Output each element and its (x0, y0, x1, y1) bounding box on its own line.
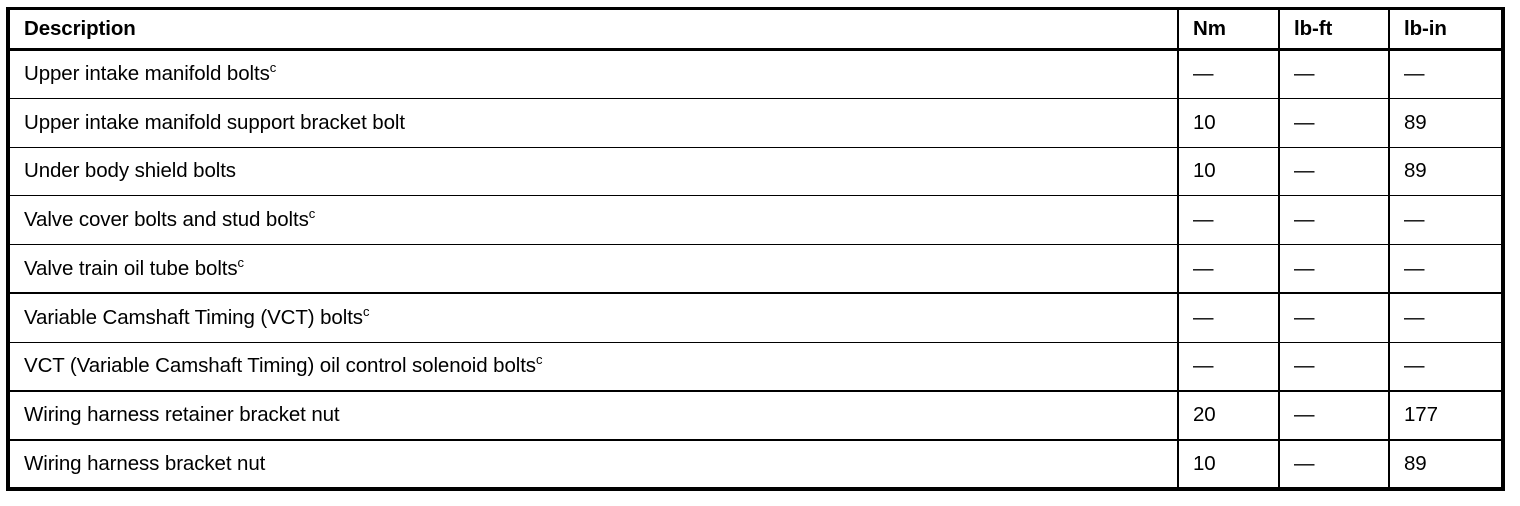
value-text: 10 (1193, 159, 1216, 183)
description-text: Wiring harness bracket nut (24, 451, 266, 475)
footnote-marker: c (535, 352, 543, 368)
table-header: Description Nm lb-ft lb-in (8, 8, 1503, 51)
cell-nm: — (1177, 244, 1279, 295)
value-text: 20 (1193, 403, 1216, 427)
value-not-applicable: — (1193, 256, 1214, 280)
description-text: Upper intake manifold bolts (24, 62, 270, 86)
cell-description: Upper intake manifold support bracket bo… (8, 98, 1178, 148)
cell-lb-ft: — (1278, 147, 1389, 197)
cell-description: Wiring harness bracket nut (8, 440, 1178, 489)
cell-lb-in: — (1388, 195, 1503, 246)
cell-lb-ft: — (1278, 342, 1389, 393)
cell-lb-ft: — (1278, 195, 1389, 246)
cell-lb-ft: — (1278, 439, 1389, 489)
cell-lb-ft: — (1278, 244, 1389, 295)
cell-nm: 10 (1177, 98, 1279, 148)
value-not-applicable: — (1294, 110, 1315, 134)
cell-description: Upper intake manifold boltsc (8, 49, 1178, 99)
footnote-marker: c (269, 60, 277, 76)
value-not-applicable: — (1404, 208, 1425, 232)
description-text: Under body shield bolts (24, 159, 236, 183)
cell-description: Wiring harness retainer bracket nut (8, 391, 1178, 441)
value-not-applicable: — (1294, 403, 1315, 427)
table-row: Valve train oil tube boltsc — — — (8, 244, 1503, 295)
cell-nm: 20 (1177, 391, 1279, 441)
value-not-applicable: — (1404, 62, 1425, 86)
cell-lb-in: 177 (1388, 391, 1503, 441)
value-not-applicable: — (1294, 354, 1315, 378)
cell-lb-ft: — (1278, 293, 1389, 343)
description-text: Valve train oil tube bolts (24, 256, 238, 280)
value-text: 89 (1404, 159, 1427, 183)
cell-lb-in: — (1388, 244, 1503, 295)
value-not-applicable: — (1404, 306, 1425, 330)
value-not-applicable: — (1294, 62, 1315, 86)
cell-lb-in: 89 (1388, 439, 1503, 489)
table-body: Upper intake manifold boltsc———Upper int… (8, 49, 1503, 489)
table-row: Upper intake manifold support bracket bo… (8, 98, 1503, 148)
cell-description: Valve train oil tube boltsc (8, 244, 1178, 295)
value-not-applicable: — (1404, 256, 1425, 280)
column-header-lb-ft: lb-ft (1278, 8, 1389, 51)
cell-lb-in: — (1388, 342, 1503, 393)
value-not-applicable: — (1294, 159, 1315, 183)
cell-lb-in: 89 (1388, 98, 1503, 148)
cell-lb-ft: — (1278, 98, 1389, 148)
cell-nm: — (1177, 342, 1279, 393)
cell-nm: — (1177, 49, 1279, 99)
value-text: 10 (1193, 451, 1216, 475)
cell-lb-ft: — (1278, 49, 1389, 99)
cell-nm: 10 (1177, 147, 1279, 197)
description-text: Wiring harness retainer bracket nut (24, 403, 340, 427)
cell-lb-ft: — (1278, 391, 1389, 441)
column-header-nm: Nm (1177, 8, 1279, 51)
value-not-applicable: — (1193, 62, 1214, 86)
value-text: 10 (1193, 110, 1216, 134)
value-text: 177 (1404, 403, 1438, 427)
table-row: Under body shield bolts 10 — 89 (8, 147, 1503, 197)
table-row: Wiring harness retainer bracket nut 20 — 17… (8, 391, 1503, 441)
value-not-applicable: — (1294, 451, 1315, 475)
table-row: VCT (Variable Camshaft Timing) oil contr… (8, 342, 1503, 393)
value-not-applicable: — (1193, 354, 1214, 378)
value-not-applicable: — (1294, 306, 1315, 330)
cell-description: Under body shield bolts (8, 147, 1178, 197)
cell-lb-in: 89 (1388, 147, 1503, 197)
column-header-description: Description (8, 8, 1178, 51)
torque-specification-table: Description Nm lb-ft lb-in Upper intake … (6, 7, 1505, 491)
value-text: 89 (1404, 451, 1427, 475)
value-text: 89 (1404, 110, 1427, 134)
value-not-applicable: — (1404, 354, 1425, 378)
footnote-marker: c (308, 206, 316, 222)
cell-nm: 10 (1177, 439, 1279, 489)
table-row: Wiring harness bracket nut 10 — 89 (8, 439, 1503, 489)
table-row: Variable Camshaft Timing (VCT) boltsc — — — (8, 293, 1503, 343)
table-row: Valve cover bolts and stud boltsc — — — (8, 195, 1503, 246)
cell-description: Valve cover bolts and stud boltsc (8, 195, 1178, 246)
footnote-marker: c (362, 304, 370, 320)
footnote-marker: c (237, 255, 245, 270)
value-not-applicable: — (1294, 208, 1315, 232)
cell-nm: — (1177, 195, 1279, 246)
description-text: Upper intake manifold support bracket bo… (24, 110, 405, 134)
value-not-applicable: — (1193, 208, 1214, 232)
cell-description: Variable Camshaft Timing (VCT) boltsc (8, 293, 1178, 343)
cell-lb-in: — (1388, 49, 1503, 99)
value-not-applicable: — (1193, 306, 1214, 330)
value-not-applicable: — (1294, 256, 1315, 280)
description-text: VCT (Variable Camshaft Timing) oil contr… (24, 354, 536, 378)
cell-description: VCT (Variable Camshaft Timing) oil contr… (8, 342, 1178, 393)
column-header-lb-in: lb-in (1388, 8, 1503, 51)
table-row: Upper intake manifold boltsc — — — (8, 49, 1503, 99)
description-text: Valve cover bolts and stud bolts (24, 208, 309, 232)
cell-lb-in: — (1388, 293, 1503, 343)
description-text: Variable Camshaft Timing (VCT) bolts (24, 306, 363, 330)
header-row: Description Nm lb-ft lb-in (8, 8, 1503, 51)
cell-nm: — (1177, 293, 1279, 343)
